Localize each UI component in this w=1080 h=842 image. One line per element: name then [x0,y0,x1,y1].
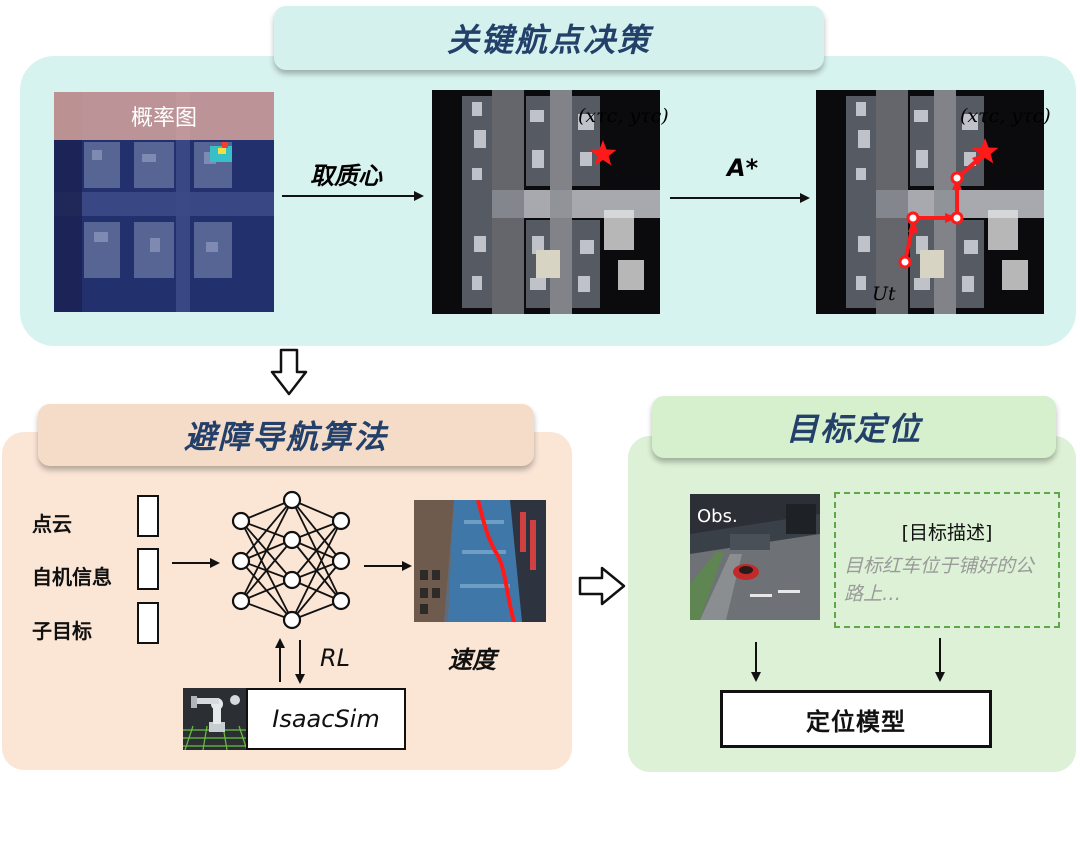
centroid-map-image [432,90,660,314]
target-localization-title: 目标定位 [652,396,1056,458]
input-label-ego-state: 自机信息 [32,565,112,589]
localization-model-box: 定位模型 [720,690,992,748]
astar-path [903,154,984,264]
astar-edge-label: A* [725,154,759,182]
input-label-point-cloud: 点云 [32,512,72,536]
path-node [906,211,920,225]
hollow-down-arrow-icon [270,348,308,396]
input-feature-bar [137,602,159,644]
observation-image [690,494,820,620]
red-star-icon [971,138,999,164]
network-node [282,490,302,510]
network-node [231,511,251,531]
input-label-subgoal: 子目标 [32,619,92,643]
target-coordinate-label: (xτc, yτc) [960,105,1051,127]
waypoint-decision-title: 关键航点决策 [274,6,824,70]
isaacsim-box: IsaacSim [246,688,406,750]
velocity-output-label: 速度 [448,646,496,674]
network-node [331,551,351,571]
probability-map-label: 概率图 [54,92,274,140]
input-feature-bar [137,495,159,537]
network-node [231,551,251,571]
target-description-box [834,492,1060,628]
hollow-right-arrow-icon [578,566,626,606]
start-position-label: Ut [872,283,896,305]
target-coordinate-label: (xτc, yτc) [578,105,669,127]
network-node [282,570,302,590]
observation-label: Obs. [697,506,738,527]
velocity-output-image [414,500,546,622]
obstacle-avoidance-title: 避障导航算法 [38,404,534,466]
path-node [950,171,964,185]
robot-arm-icon [183,688,249,750]
red-star-icon [589,140,617,166]
network-node [282,610,302,630]
network-node [331,591,351,611]
target-description-text: 目标红车位于铺好的公路上… [844,555,1035,605]
rl-label: RL [320,644,351,672]
path-start-node [898,255,912,269]
network-node [231,591,251,611]
neural-network-icon [240,499,342,621]
astar-path-map-image [816,90,1044,314]
target-description-title: [目标描述] [901,522,993,544]
network-node [331,511,351,531]
path-node [950,211,964,225]
input-feature-bar [137,548,159,590]
network-node [282,530,302,550]
centroid-edge-label: 取质心 [310,162,383,190]
